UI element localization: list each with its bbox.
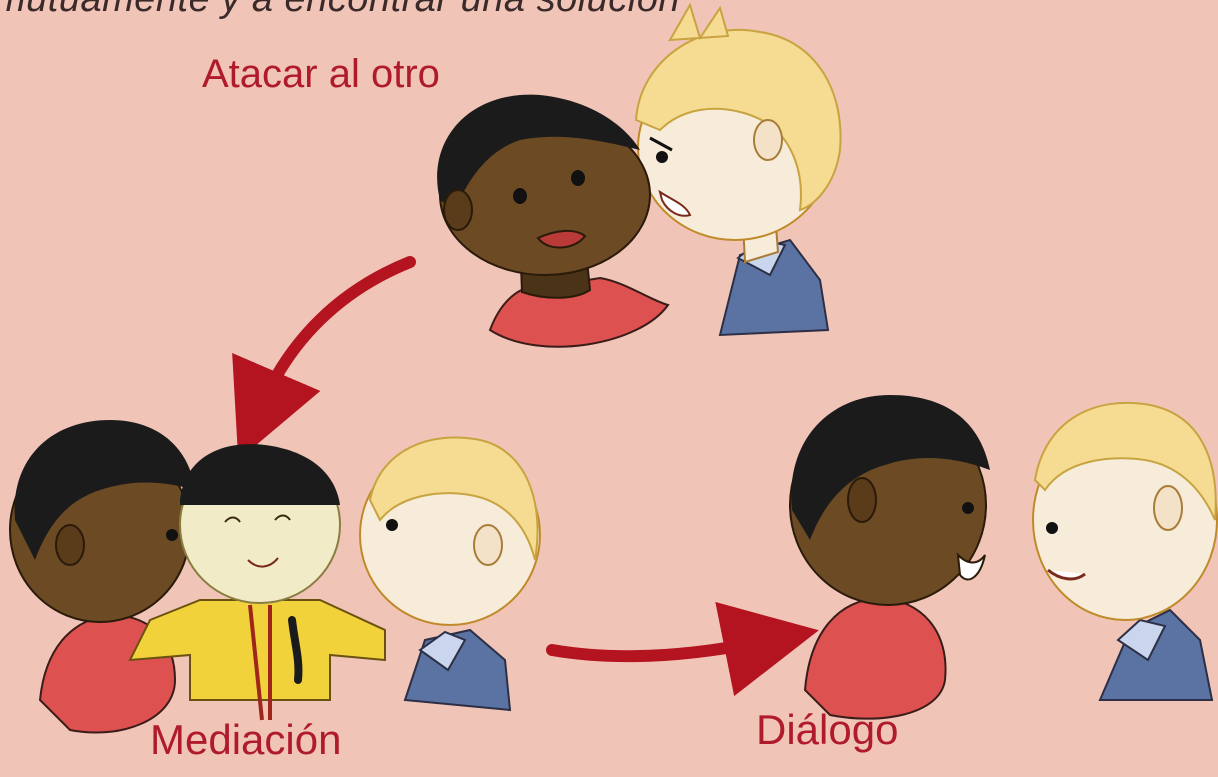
ear: [847, 477, 877, 523]
shirt-collar: [418, 630, 467, 672]
smile: [247, 557, 279, 568]
eye: [656, 151, 668, 163]
ear: [1153, 485, 1183, 531]
scene-attack: [437, 2, 842, 348]
scene-mediation: [9, 420, 541, 734]
ear: [443, 189, 473, 231]
blond-hair: [368, 436, 539, 561]
caption-mediation: Mediación: [150, 716, 342, 763]
red-shirt: [803, 596, 947, 720]
top-text: mutuamente y a encontrar una solución: [0, 0, 680, 21]
black-curly-hair: [791, 395, 990, 540]
smile: [956, 552, 986, 581]
eye: [1046, 522, 1058, 534]
smile: [1047, 568, 1086, 581]
caption-attack: Atacar al otro: [202, 52, 440, 96]
eye: [513, 188, 527, 204]
smiling-eyes: [224, 514, 291, 523]
eye: [166, 529, 178, 541]
blond-hair: [1033, 401, 1217, 521]
scene-dialogue: [789, 395, 1218, 720]
sad-mouth: [536, 230, 587, 249]
eye: [962, 502, 974, 514]
hair-spikes: [668, 2, 730, 42]
black-bangs: [180, 444, 340, 505]
jacket-stripe: [248, 604, 272, 721]
ear: [473, 524, 503, 566]
braid: [288, 616, 303, 684]
ear: [55, 524, 85, 566]
shouting-mouth: [658, 189, 692, 217]
straight-arrow-icon: [546, 601, 819, 697]
angry-brow: [649, 136, 673, 152]
black-curly-hair: [14, 420, 195, 560]
curved-arrow-icon: [232, 256, 416, 461]
ear: [753, 119, 783, 161]
black-curly-hair: [437, 94, 640, 210]
shirt-collar: [1116, 618, 1167, 662]
eye: [386, 519, 398, 531]
eye: [571, 170, 585, 186]
